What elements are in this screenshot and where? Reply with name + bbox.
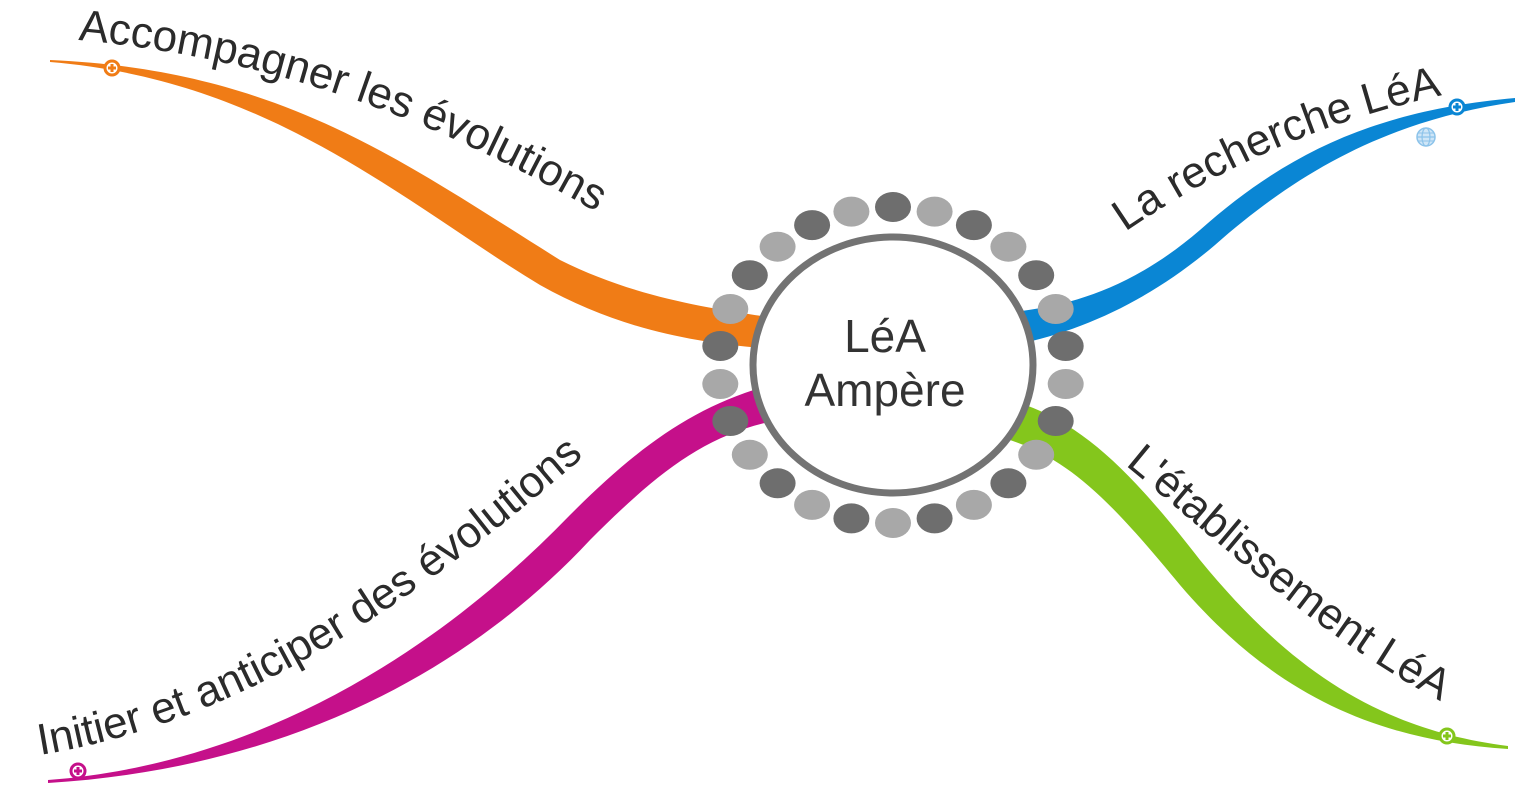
branch-label[interactable]: Accompagner les évolutions bbox=[77, 1, 616, 221]
branch-initier[interactable]: Initier et anticiper des évolutions bbox=[33, 380, 790, 783]
bead bbox=[955, 210, 992, 241]
branch-label[interactable]: La recherche LéA bbox=[1103, 57, 1445, 240]
bead bbox=[1037, 294, 1074, 324]
bead bbox=[1018, 439, 1055, 470]
bead bbox=[833, 503, 870, 534]
bead bbox=[731, 260, 768, 291]
branch-etablissement[interactable]: L'établissement LéA bbox=[1010, 400, 1508, 749]
branch-ribbon bbox=[50, 60, 790, 350]
central-topic-line1: LéA bbox=[844, 310, 926, 362]
bead bbox=[1047, 331, 1084, 361]
expand-plus-icon[interactable] bbox=[1448, 98, 1466, 116]
bead bbox=[712, 406, 749, 436]
bead bbox=[731, 439, 768, 470]
bead bbox=[702, 369, 739, 399]
bead bbox=[1018, 260, 1055, 291]
central-topic-outline bbox=[749, 233, 1037, 497]
branch-recherche[interactable]: La recherche LéA bbox=[1015, 57, 1515, 345]
bead bbox=[916, 196, 953, 227]
bead bbox=[794, 489, 831, 520]
bead bbox=[712, 294, 749, 324]
expand-plus-icon[interactable] bbox=[1438, 727, 1456, 745]
branch-ribbon bbox=[1010, 400, 1508, 749]
branch-accompagner[interactable]: Accompagner les évolutions bbox=[50, 1, 790, 350]
bead bbox=[955, 489, 992, 520]
bead bbox=[702, 331, 739, 361]
bead bbox=[794, 210, 831, 241]
globe-link-icon[interactable] bbox=[1416, 127, 1436, 147]
bead bbox=[916, 503, 953, 534]
bead bbox=[759, 468, 796, 499]
expand-plus-icon[interactable] bbox=[103, 59, 121, 77]
bead bbox=[1037, 406, 1074, 436]
bead bbox=[1047, 369, 1084, 399]
bead bbox=[990, 231, 1027, 262]
bead bbox=[833, 196, 870, 227]
bead bbox=[875, 192, 911, 222]
expand-plus-icon[interactable] bbox=[69, 762, 87, 780]
bead bbox=[990, 468, 1027, 499]
central-topic[interactable]: LéA Ampère bbox=[702, 192, 1084, 538]
bead bbox=[875, 508, 911, 538]
bead-ring bbox=[702, 192, 1084, 538]
central-topic-line2: Ampère bbox=[804, 364, 965, 416]
branch-ribbon bbox=[1015, 98, 1515, 345]
bead bbox=[759, 231, 796, 262]
